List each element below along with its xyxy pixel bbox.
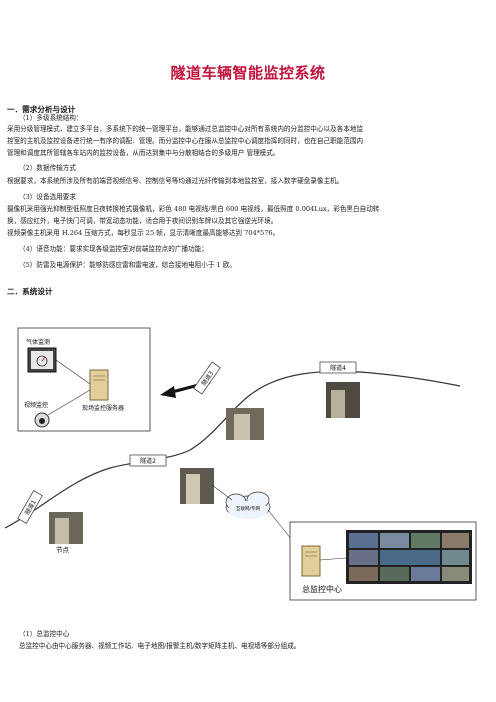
s1-1-line3: 管理和调度其所管辖各车站内的监控设备，从而达到集中与分散相结合的多级用户 管理模… bbox=[7, 149, 280, 157]
svg-text:隧道4: 隧道4 bbox=[330, 364, 346, 372]
s1-5-line: （5）防雷及电源保护：能够防感应雷和雷电波，综合接地电阻小于 1 欧。 bbox=[19, 261, 236, 269]
tunnel-photo-4 bbox=[326, 382, 360, 418]
s1-4-line: （4）语音功能：要求实现各级监控室对前端监控点的广播功能； bbox=[19, 245, 208, 253]
node-photo bbox=[49, 512, 83, 544]
route-line bbox=[4, 370, 461, 529]
tunnel-2-tag: 隧道2 bbox=[129, 454, 167, 467]
gas-monitor-label: 气体监测 bbox=[26, 338, 50, 346]
s1-1-heading: （1）多级系统结构： bbox=[19, 114, 83, 122]
gas-monitor-device bbox=[27, 347, 57, 373]
s1-3-heading: （3）设备选用要求 bbox=[19, 193, 76, 201]
tunnel-4-tag: 隧道4 bbox=[319, 361, 357, 374]
s2-1-heading: （1）总监控中心 bbox=[19, 630, 70, 638]
s1-1-line1: 采用分级管理模式，建立多平台，多系统下的统一管理平台，能够通过总监控中心对所有系… bbox=[7, 125, 364, 133]
svg-text:隧道2: 隧道2 bbox=[140, 457, 156, 465]
s1-2-line1: 根据要求，本系统所涉及所有前端音视频信号、控制信号等均通过光纤传输到本地监控室，… bbox=[7, 177, 344, 185]
document-title: 隧道车辆智能监控系统 bbox=[170, 64, 326, 82]
server-label: 现场监控服务器 bbox=[82, 404, 124, 412]
central-center-label: 总监控中心 bbox=[302, 584, 342, 594]
network-cloud-label: 互联网/专网 bbox=[236, 505, 261, 512]
section-1-heading: 一．需求分析与设计 bbox=[7, 105, 76, 114]
s1-3-line2: 换，感应红外，电子快门可调，带宽动态功能，适合用于夜间识别车牌以及其它强逆光环境… bbox=[7, 217, 278, 225]
video-wall bbox=[346, 530, 472, 584]
node-label: 节点 bbox=[56, 546, 70, 554]
tunnel-photo-2 bbox=[180, 468, 214, 504]
s1-3-line1: 摄像机采用强光抑制型低照度日夜转换枪式摄像机，彩色 480 电视线/黑白 600… bbox=[7, 205, 380, 213]
tunnel-3-tag: 隧道3 bbox=[193, 361, 221, 395]
tunnel-photo-3 bbox=[226, 408, 264, 440]
s1-2-heading: （2）数据传输方式 bbox=[19, 164, 76, 172]
dome-camera bbox=[34, 412, 50, 428]
network-diagram: 气体监测 视频监控 现场监控服务器 隧道3 隧道4 隧道2 隧道1 bbox=[4, 327, 477, 601]
server-icon bbox=[89, 369, 109, 401]
network-cloud bbox=[225, 491, 271, 519]
s2-1-line1: 总监控中心由中心服务器、视频工作站、电子地图/报警主机/数字矩阵主机、电视墙等部… bbox=[19, 642, 301, 650]
section-2-heading: 二．系统设计 bbox=[7, 287, 53, 296]
video-monitor-label: 视频监控 bbox=[24, 401, 48, 409]
s1-3-line3: 视频录像主机采用 H.264 压缩方式，每秒显示 25 帧，显示清晰度最高能够达… bbox=[7, 229, 280, 237]
s1-1-line2: 控室的主机及监控设备进行统一有序的调配、管理。而分监控中心在服从总监控中心调度指… bbox=[7, 137, 364, 145]
central-server-icon bbox=[301, 545, 321, 577]
